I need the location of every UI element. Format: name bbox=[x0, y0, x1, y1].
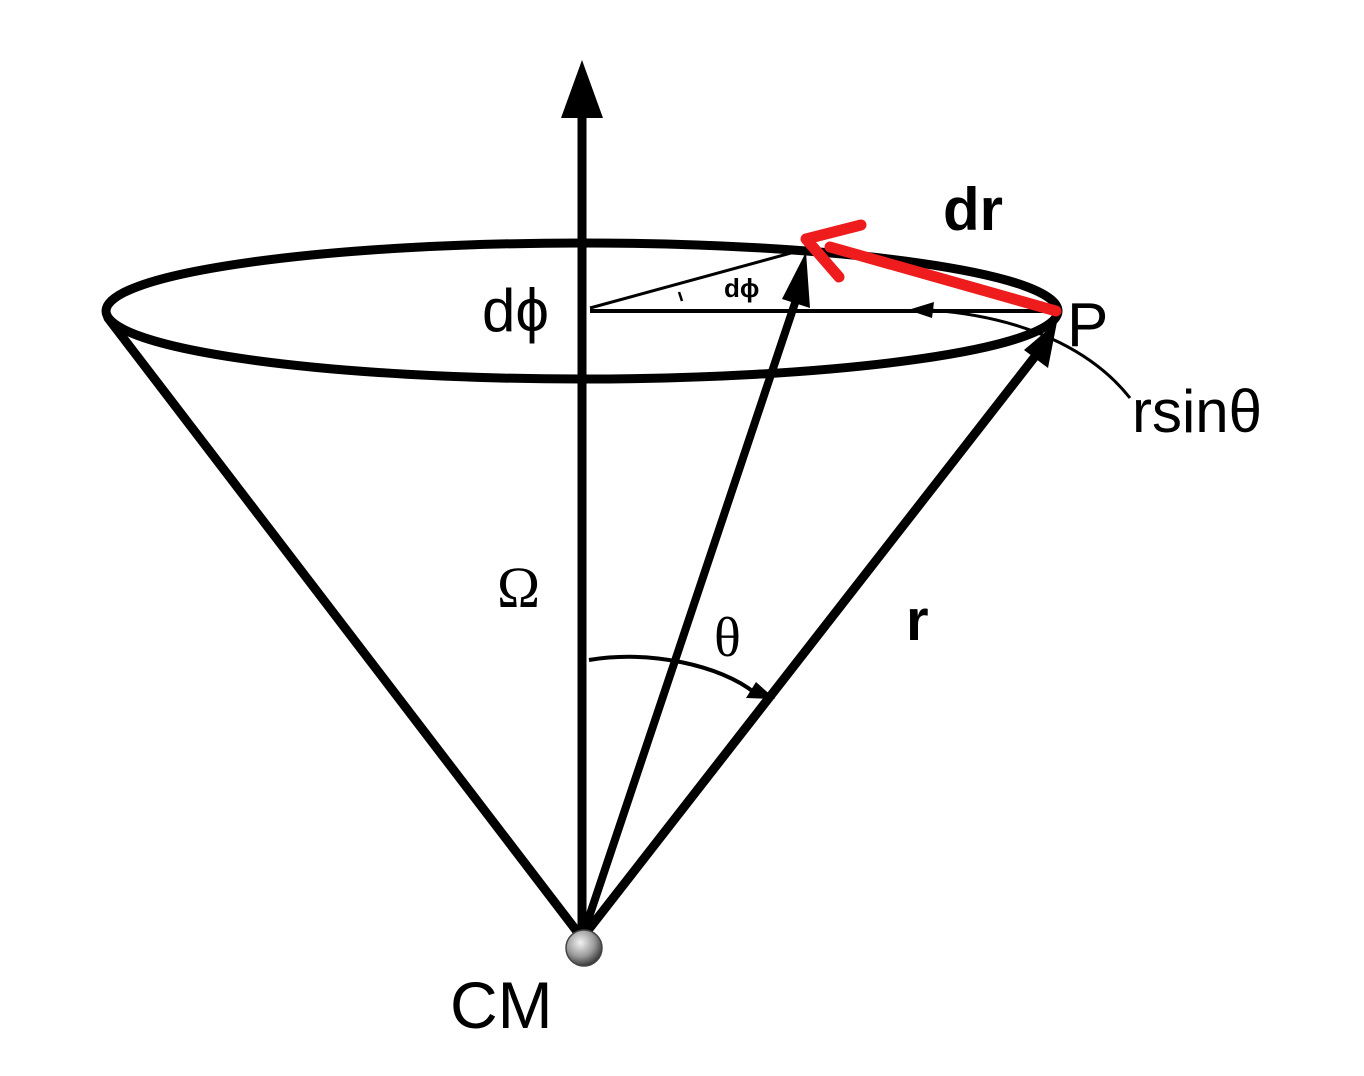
theta-label: θ bbox=[714, 607, 741, 669]
dphi-label-large: dϕ bbox=[482, 277, 549, 344]
point-p-label: P bbox=[1067, 291, 1108, 360]
omega-label: Ω bbox=[497, 555, 540, 620]
r-vector-line bbox=[577, 345, 1045, 943]
dphi-angle-tick bbox=[677, 291, 684, 302]
center-of-mass-ball bbox=[565, 929, 603, 967]
r-vector-arrowhead bbox=[1024, 322, 1057, 368]
center-of-mass-label: CM bbox=[450, 968, 553, 1042]
theta-angle-arrowhead bbox=[746, 682, 775, 699]
r-plus-dr-vector-arrowhead bbox=[782, 252, 810, 308]
dr-label: dr bbox=[943, 176, 1003, 243]
rsin-theta-leader-line bbox=[929, 308, 1132, 399]
theta-angle-arc bbox=[588, 654, 757, 695]
omega-axis-arrowhead bbox=[561, 60, 603, 118]
dphi-label-small: dϕ bbox=[724, 273, 759, 303]
rsin-theta-label: rsinθ bbox=[1132, 378, 1262, 445]
r-vector-label: r bbox=[906, 588, 929, 653]
dr-vector-arrowhead bbox=[800, 219, 867, 283]
rsin-theta-leader-arrowhead bbox=[908, 302, 934, 318]
cone-left-edge bbox=[103, 313, 587, 943]
dphi-radius-line bbox=[589, 248, 803, 310]
r-plus-dr-vector-line bbox=[578, 296, 800, 942]
dr-vector-line bbox=[824, 241, 1062, 317]
